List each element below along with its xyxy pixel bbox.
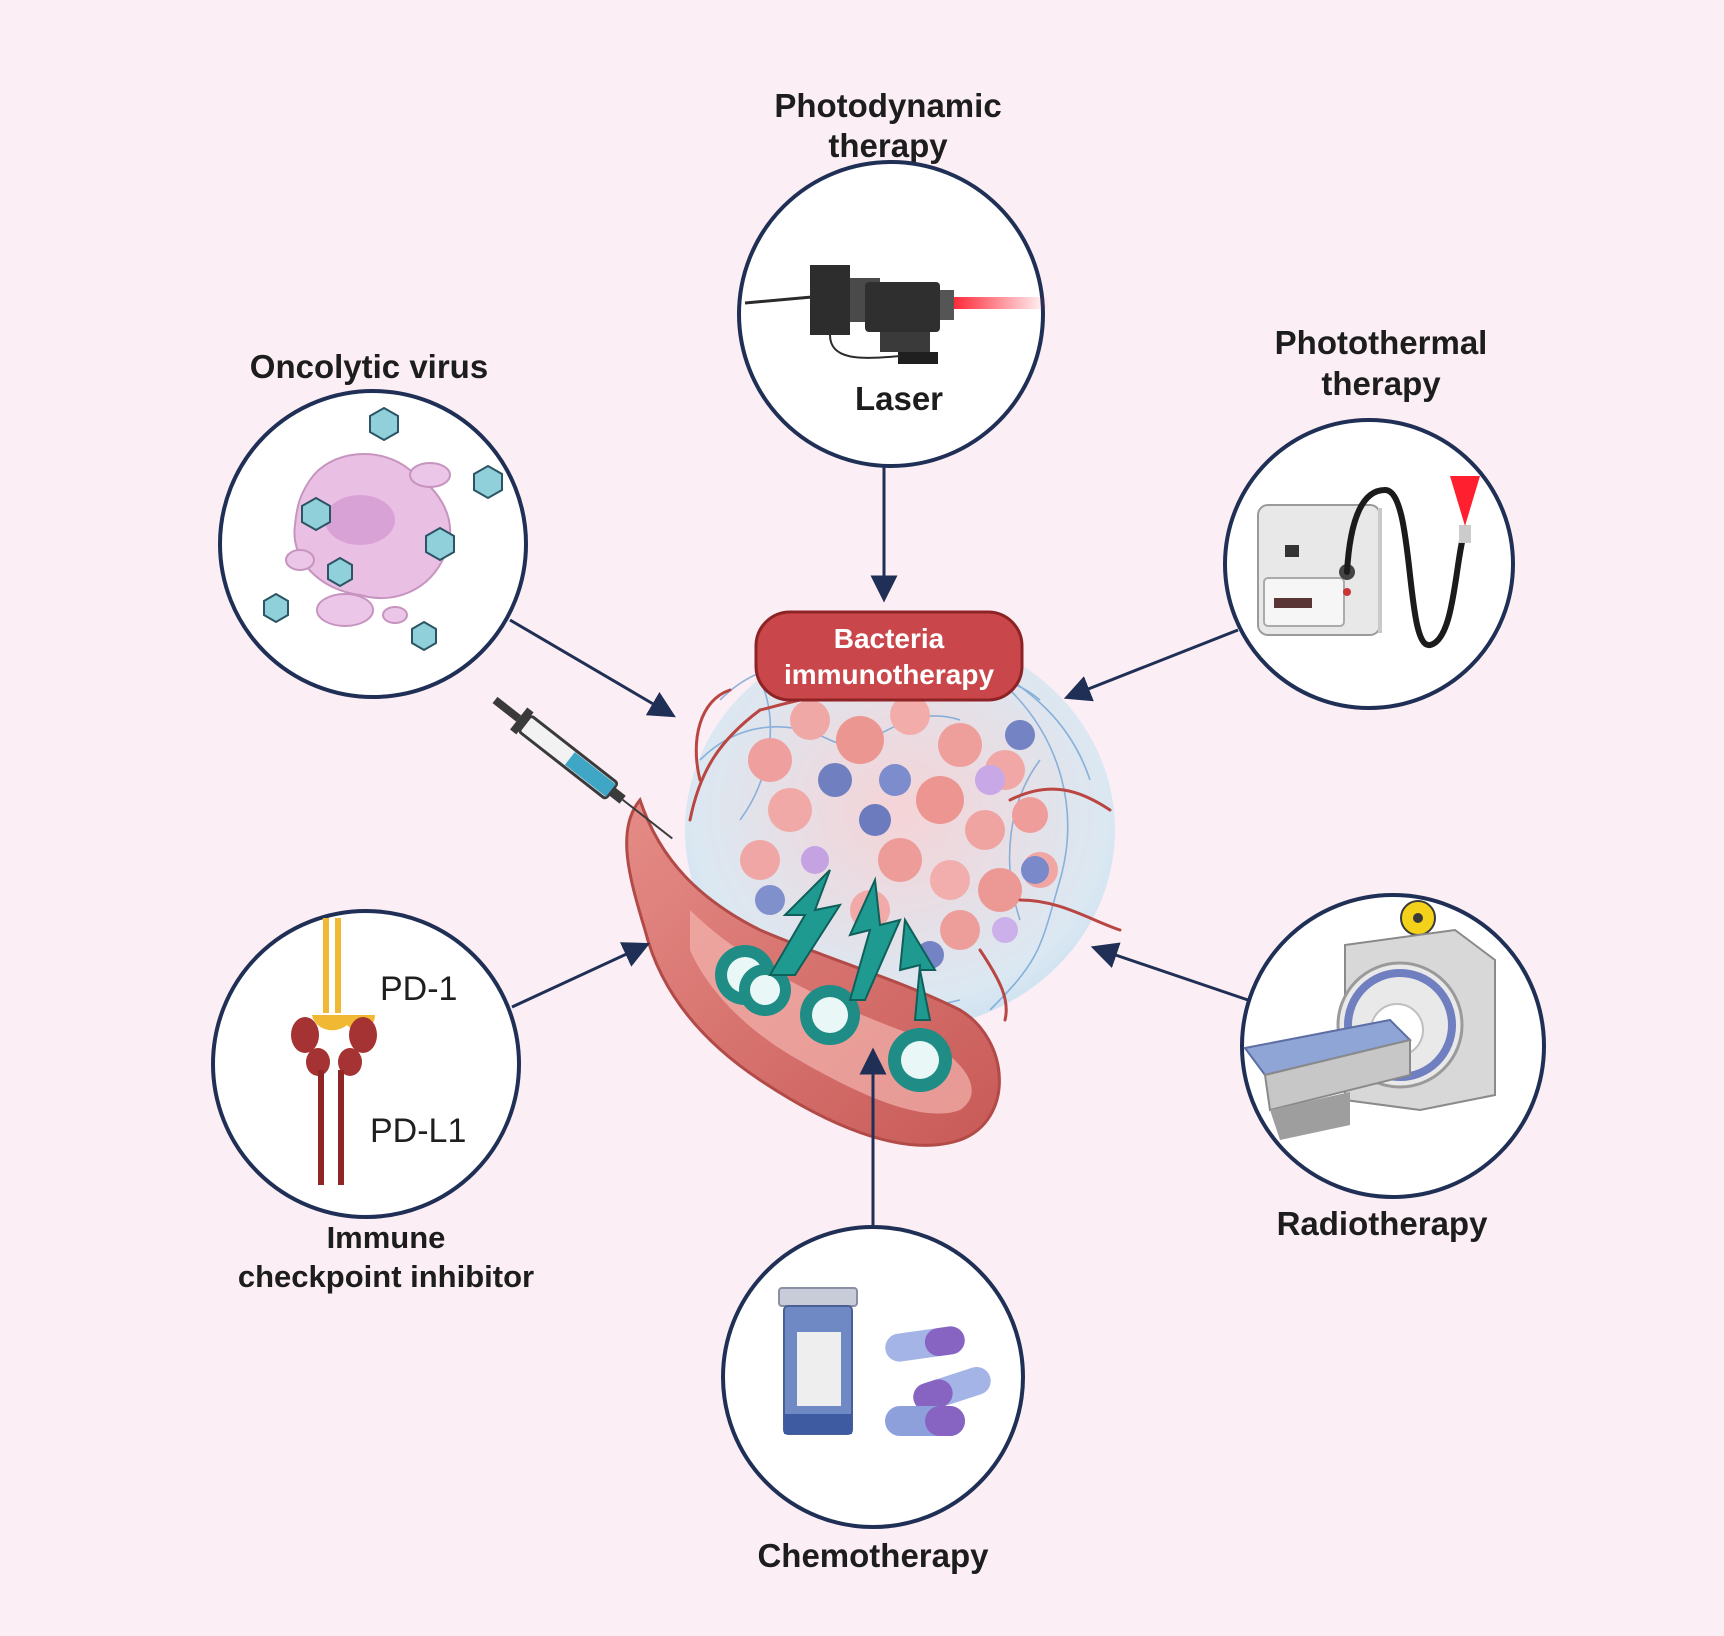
arrow-radiotherapy [1090, 942, 1249, 1002]
pills-bottle-icon [778, 1287, 991, 1436]
therapy-oncolytic: Oncolytic virus [218, 348, 528, 699]
pd1-label: PD-1 [380, 970, 457, 1008]
bacteria-cluster [715, 945, 952, 1092]
badge-line1: Bacteria [834, 623, 945, 654]
bacteria-immunotherapy-badge: Bacteria immunotherapy [754, 610, 1024, 702]
laser-inner-label: Laser [855, 380, 943, 417]
therapy-radiotherapy: Radiotherapy [1240, 893, 1546, 1242]
bacterium [800, 985, 860, 1045]
checkpoint-label-line2: checkpoint inhibitor [238, 1259, 534, 1294]
radiotherapy-scanner-icon [1243, 900, 1496, 1140]
badge-line2: immunotherapy [784, 659, 994, 690]
therapy-chemotherapy: Chemotherapy [721, 1225, 1025, 1574]
photothermal-label-line2: therapy [1321, 365, 1441, 402]
syringe-icon [492, 696, 673, 840]
radiotherapy-label: Radiotherapy [1277, 1205, 1489, 1242]
therapy-checkpoint: PD-1 PD-L1 Immune checkpoint inhibitor [211, 909, 534, 1294]
tumor-cells [740, 695, 1058, 969]
pd1-pdl1-icon [291, 918, 377, 1185]
photothermal-label-line1: Photothermal [1275, 324, 1488, 361]
photodynamic-label-line1: Photodynamic [774, 87, 1001, 124]
bacterium [739, 964, 791, 1016]
pdl1-label: PD-L1 [370, 1112, 466, 1150]
badge-pill [754, 610, 1024, 702]
checkpoint-label-line1: Immune [327, 1220, 446, 1255]
arrow-oncolytic [509, 618, 676, 718]
oncolytic-label: Oncolytic virus [250, 348, 488, 385]
arrow-checkpoint [511, 942, 651, 1009]
bacteria-attack-bolts [768, 869, 937, 1021]
capillaries [688, 688, 1122, 1022]
laser-icon [744, 265, 1049, 364]
arrow-photothermal [1063, 628, 1239, 702]
virus-infected-cell-icon [263, 406, 503, 652]
therapy-photothermal: Photothermal therapy [1223, 324, 1515, 710]
photothermal-device-icon [1257, 476, 1480, 648]
chemotherapy-label: Chemotherapy [757, 1537, 989, 1574]
checkpoint-circle [211, 909, 521, 1219]
bacterium [888, 1028, 952, 1092]
therapy-photodynamic: Photodynamic therapy Laser [737, 87, 1049, 468]
connector-arrows [509, 462, 1249, 1228]
photodynamic-label-line2: therapy [828, 127, 948, 164]
tumor-microenvironment [625, 630, 1122, 1147]
